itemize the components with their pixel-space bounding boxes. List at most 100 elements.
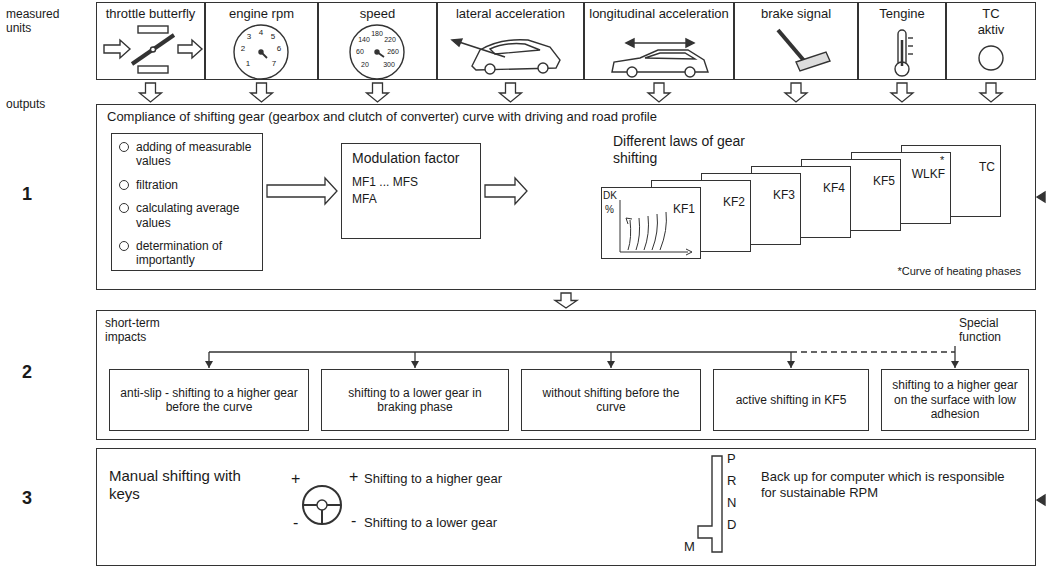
input-arrow bbox=[1037, 192, 1045, 202]
label: + bbox=[291, 470, 300, 488]
gauge-number: 2 bbox=[241, 44, 245, 53]
hollow-arrow bbox=[367, 83, 389, 102]
node-text: KF5 bbox=[873, 174, 895, 188]
stage-panel: Compliance of shifting gear (gearbox and… bbox=[96, 104, 1036, 290]
pedal-arm bbox=[778, 30, 806, 63]
gauge-number: 4 bbox=[259, 28, 263, 37]
stage-panel: short-term impacts Special function anti-s… bbox=[96, 310, 1036, 440]
gauge-number: 5 bbox=[271, 32, 275, 41]
bus-line bbox=[209, 351, 791, 352]
label: D bbox=[727, 518, 736, 533]
gauge-number: 7 bbox=[272, 59, 276, 68]
axis bbox=[620, 252, 688, 253]
node-text: without shifting before the curve bbox=[528, 386, 694, 415]
gauge-number: 60 bbox=[356, 48, 364, 56]
node-text: TC aktiv bbox=[971, 6, 1011, 37]
label: Shifting to a higher gear bbox=[364, 472, 502, 487]
hollow-arrow bbox=[485, 178, 527, 204]
node-text: anti-slip - shifting to a higher gear be… bbox=[116, 386, 302, 415]
bus-line-dashed bbox=[791, 351, 955, 352]
impact-box: anti-slip - shifting to a higher gear be… bbox=[109, 369, 309, 431]
car-wheel bbox=[627, 67, 637, 77]
arrow-head bbox=[951, 361, 959, 368]
double-arrow bbox=[632, 42, 688, 44]
node-text: KF4 bbox=[823, 181, 845, 195]
node-text: Different laws of gear shifting bbox=[613, 133, 773, 167]
arrow-head bbox=[452, 39, 462, 46]
sensor-box: longitudinal acceleration bbox=[584, 2, 734, 80]
impact-box: without shifting before the curve bbox=[521, 369, 701, 431]
hollow-arrow bbox=[891, 83, 913, 102]
shift-map-card: KF1 bbox=[601, 187, 701, 259]
speed-gauge bbox=[350, 25, 404, 79]
hollow-arrow bbox=[140, 83, 162, 102]
label: N bbox=[727, 496, 736, 511]
car-window bbox=[645, 53, 695, 59]
stage-panel: Manual shifting with keysBack up for com… bbox=[96, 448, 1036, 566]
arrow-head bbox=[787, 361, 795, 368]
node-text: Special function bbox=[959, 316, 1031, 345]
sensor-box: engine rpm bbox=[205, 2, 318, 80]
special-tick bbox=[954, 346, 955, 352]
node-text: Tengine bbox=[862, 6, 942, 22]
node-text: longitudinal acceleration bbox=[588, 6, 730, 22]
car-wheel bbox=[538, 63, 548, 73]
node-text: short-term impacts bbox=[105, 316, 195, 345]
gauge-number: 220 bbox=[384, 36, 396, 44]
gauge-number: 300 bbox=[383, 61, 395, 69]
impact-box: shifting to a lower gear in braking phas… bbox=[321, 369, 509, 431]
scale-tick bbox=[908, 45, 913, 46]
sensor-box: brake signal bbox=[734, 2, 858, 80]
label: + bbox=[349, 468, 358, 486]
node-text: Compliance of shifting gear (gearbox and… bbox=[107, 109, 1007, 125]
rpm-gauge bbox=[234, 25, 288, 79]
scale-tick bbox=[908, 37, 913, 38]
hollow-arrow bbox=[555, 293, 577, 308]
axis bbox=[620, 200, 621, 252]
impact-box: active shifting in KF5 bbox=[713, 369, 869, 431]
gear-gate bbox=[698, 456, 722, 552]
node-text: filtration bbox=[136, 178, 256, 192]
node-text: TC bbox=[979, 160, 995, 174]
arrow-head bbox=[607, 361, 615, 368]
node-text: lateral acceleration bbox=[441, 6, 580, 22]
sensor-box: TC aktiv bbox=[946, 2, 1036, 80]
scale-tick bbox=[908, 53, 913, 54]
arrow-head bbox=[205, 361, 213, 368]
gauge-number: 20 bbox=[361, 61, 369, 69]
gauge-number: 3 bbox=[247, 32, 251, 41]
node-text: Manual shifting with keys bbox=[109, 467, 259, 503]
gauge-number: 140 bbox=[358, 36, 370, 44]
impact-box: shifting to a higher gear on the surface… bbox=[881, 369, 1029, 431]
node-text: speed bbox=[322, 6, 433, 22]
label: Shifting to a lower gear bbox=[364, 516, 497, 531]
label: measured units bbox=[6, 8, 86, 36]
label: - bbox=[293, 514, 298, 532]
car-wheel bbox=[485, 64, 495, 74]
thermometer-column bbox=[901, 40, 904, 66]
pedal-pad bbox=[796, 52, 830, 71]
sensor-box: Tengine bbox=[858, 2, 946, 80]
gauge-number: 180 bbox=[371, 30, 383, 38]
label: - bbox=[351, 512, 356, 530]
gauge-hub bbox=[375, 50, 379, 54]
node-text: MF1 ... MFS bbox=[352, 175, 470, 189]
hollow-arrow bbox=[648, 83, 670, 102]
hollow-arrow bbox=[500, 83, 522, 102]
force-arrow bbox=[456, 41, 505, 57]
modulation-box: Modulation factorMF1 ... MFSMFA bbox=[341, 143, 481, 239]
node-text: calculating average values bbox=[136, 201, 256, 230]
node-text: KF2 bbox=[723, 195, 745, 209]
node-text: brake signal bbox=[738, 6, 854, 22]
hollow-arrow bbox=[251, 83, 273, 102]
node-text: KF3 bbox=[773, 188, 795, 202]
label: R bbox=[727, 474, 736, 489]
label: M bbox=[684, 540, 695, 555]
car-window bbox=[490, 44, 540, 54]
tc-lamp bbox=[979, 46, 1003, 70]
wheel-spoke bbox=[327, 504, 341, 506]
throttle-housing bbox=[138, 26, 168, 33]
throttle-plate bbox=[132, 35, 174, 64]
thermometer bbox=[898, 30, 906, 66]
sensor-box: speed bbox=[318, 2, 437, 80]
